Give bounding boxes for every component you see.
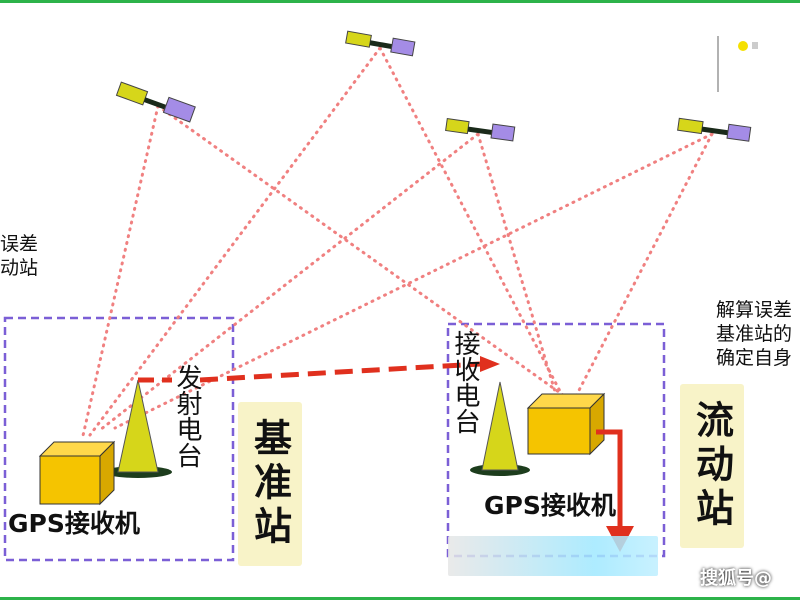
signal-line xyxy=(80,104,160,442)
rover-station-name: 流动站 xyxy=(680,384,744,548)
base-receiver-label: GPS接收机 xyxy=(8,509,140,538)
base-station-name: 基准站 xyxy=(238,402,302,566)
transmitter-label: 发射电台 xyxy=(172,364,202,468)
bottom-frame-line xyxy=(0,597,800,600)
partial-dot xyxy=(738,41,748,51)
signal-line xyxy=(476,132,558,397)
left-partial-text: 误差 动站 xyxy=(0,232,38,280)
receiver-radio-label: 接收电台 xyxy=(450,330,480,434)
right-partial-text: 解算误差 基准站的 确定自身 xyxy=(716,298,800,370)
satellite-icon xyxy=(115,81,196,123)
right-partial-line3: 确定自身 xyxy=(716,347,793,369)
antenna-icon xyxy=(104,379,172,478)
satellite-icon xyxy=(345,30,416,57)
radio-link xyxy=(138,356,500,383)
watermark-text: 搜狐号@ xyxy=(700,568,772,589)
top-frame-line xyxy=(0,0,800,3)
signal-line xyxy=(113,132,714,430)
signal-line xyxy=(156,104,572,402)
antenna-icon xyxy=(470,381,530,476)
rover-station-box xyxy=(446,322,666,558)
gps-receiver-icon xyxy=(526,392,606,456)
rover-receiver-label: GPS接收机 xyxy=(484,491,616,520)
satellite-icon xyxy=(445,118,516,142)
right-partial-line1: 解算误差 xyxy=(716,299,793,321)
left-partial-line1: 误差 xyxy=(0,233,39,255)
signal-line xyxy=(98,132,480,432)
partial-mark xyxy=(752,42,758,49)
gps-receiver-icon xyxy=(38,440,116,506)
base-station-box xyxy=(3,316,235,562)
satellite-icon xyxy=(677,117,752,142)
right-partial-line2: 基准站的 xyxy=(716,323,793,345)
blurred-caption-strip xyxy=(448,536,658,576)
signal-line xyxy=(573,132,714,400)
left-partial-line2: 动站 xyxy=(0,257,39,279)
signal-line xyxy=(378,46,564,397)
